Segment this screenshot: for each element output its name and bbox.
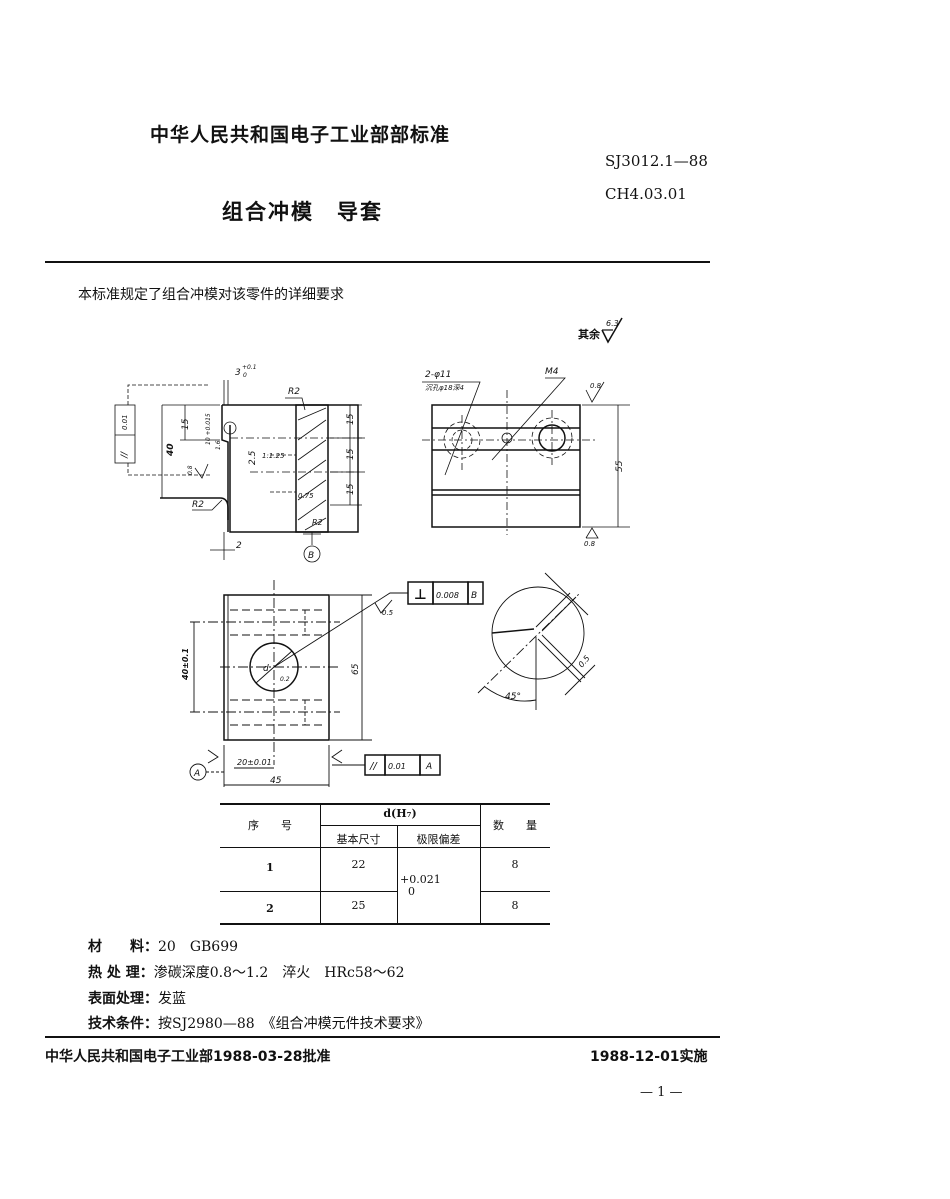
svg-text:3: 3 — [235, 368, 241, 378]
size-table: 序 号 d(H₇) 基本尺寸 极限偏差 数 量 1 22 8 2 25 8 +0… — [220, 803, 550, 925]
roughness-symbol-icon: 6.3 — [601, 317, 623, 344]
svg-text:20±0.01: 20±0.01 — [237, 758, 272, 767]
svg-text:d: d — [263, 664, 269, 674]
spec-value: 发蓝 — [158, 991, 186, 1007]
svg-text:R2: R2 — [312, 518, 323, 527]
svg-text:0.01: 0.01 — [121, 414, 129, 430]
svg-text:0.01: 0.01 — [388, 762, 406, 771]
roughness-note: 其余 6.3 — [578, 316, 628, 346]
svg-text:+0.1: +0.1 — [242, 364, 257, 371]
spec-value: 按SJ2980—88 《组合冲模元件技术要求》 — [158, 1016, 430, 1032]
svg-text:A: A — [425, 762, 432, 772]
svg-text:2: 2 — [236, 541, 242, 551]
detail-view: 45° 0.5 — [477, 572, 596, 710]
svg-text:40: 40 — [166, 443, 176, 457]
approval-note: 中华人民共和国电子工业部1988-03-28批准 — [45, 1049, 331, 1065]
header-d-group: d(H₇) — [383, 807, 417, 820]
svg-text:1.6: 1.6 — [215, 440, 222, 450]
svg-text:0.5: 0.5 — [577, 654, 592, 670]
header-quantity: 数 量 — [493, 819, 537, 832]
footer-divider — [45, 1036, 720, 1038]
row-1-seq: 1 — [266, 861, 274, 874]
deviation-lower: 0 — [408, 885, 415, 898]
classification-number: CH4.03.01 — [605, 185, 687, 203]
page-number: — 1 — — [640, 1085, 683, 1100]
svg-text:15: 15 — [346, 483, 356, 495]
intro-text: 本标准规定了组合冲模对该零件的详细要求 — [78, 287, 344, 303]
svg-text:55: 55 — [615, 460, 625, 472]
svg-text:0.8: 0.8 — [590, 382, 602, 390]
header-limit-deviation: 极限偏差 — [416, 833, 461, 846]
svg-text:A: A — [193, 769, 200, 779]
row-2-basic-size: 25 — [351, 899, 366, 912]
spec-label: 表面处理： — [88, 991, 158, 1007]
svg-text:45: 45 — [270, 776, 282, 786]
svg-text://: // — [369, 761, 378, 772]
svg-text:⊥: ⊥ — [414, 587, 427, 603]
svg-text:0.2: 0.2 — [280, 676, 290, 683]
svg-text:1:1.25: 1:1.25 — [262, 452, 285, 460]
top-view: 2-φ11 沉孔φ18深4 M4 0.8 55 0.8 — [422, 367, 630, 548]
svg-text:65: 65 — [351, 663, 361, 675]
svg-text:0.75: 0.75 — [298, 492, 314, 500]
svg-text:15: 15 — [181, 418, 191, 430]
svg-text:0.8: 0.8 — [187, 465, 194, 475]
spec-label: 技术条件： — [88, 1016, 158, 1032]
spec-material: 材 料：20 GB699 — [88, 936, 238, 956]
svg-text:0: 0 — [243, 372, 247, 379]
svg-text:2.5: 2.5 — [248, 450, 258, 465]
row-2-seq: 2 — [266, 902, 274, 915]
svg-text:45°: 45° — [505, 692, 521, 702]
svg-text:6.3: 6.3 — [606, 319, 619, 328]
roughness-note-prefix: 其余 — [578, 328, 600, 341]
svg-text:0.8: 0.8 — [584, 540, 596, 548]
spec-heat-treatment: 热 处 理：渗碳深度0.8～1.2 淬火 HRc58～62 — [88, 962, 405, 982]
deviation-upper: +0.021 — [400, 873, 441, 886]
svg-text:M4: M4 — [545, 367, 559, 377]
ministry-title: 中华人民共和国电子工业部部标准 — [150, 124, 451, 146]
spec-label: 热 处 理： — [88, 965, 154, 981]
header-seq: 序 号 — [248, 819, 292, 832]
svg-text:B: B — [471, 591, 477, 601]
spec-label: 材 料： — [88, 939, 158, 955]
side-section-view: 3+0.10 R2 15 15 15 40 15 0.01 // 2.5 1:1… — [114, 364, 365, 563]
spec-value: 20 GB699 — [158, 939, 239, 955]
svg-text:10 +0.015: 10 +0.015 — [205, 413, 212, 445]
header-basic-size: 基本尺寸 — [336, 833, 381, 846]
row-2-quantity: 8 — [511, 899, 519, 912]
front-view: ⊥ 0.008 B // 0.01 A A 40±0.1 65 20±0.01 … — [181, 580, 484, 787]
svg-text:15: 15 — [346, 448, 356, 460]
row-1-quantity: 8 — [511, 858, 519, 871]
svg-text://: // — [120, 451, 130, 459]
header-divider — [45, 261, 710, 263]
spec-value: 渗碳深度0.8～1.2 淬火 HRc58～62 — [153, 965, 405, 981]
effective-date: 1988-12-01实施 — [590, 1049, 708, 1065]
svg-text:2-φ11: 2-φ11 — [425, 370, 451, 380]
svg-text:0.5: 0.5 — [382, 609, 394, 617]
document-title: 组合冲模 导套 — [222, 200, 383, 224]
svg-text:0.008: 0.008 — [436, 591, 459, 600]
spec-surface-treatment: 表面处理：发蓝 — [88, 988, 186, 1008]
svg-text:沉孔φ18深4: 沉孔φ18深4 — [425, 384, 464, 392]
svg-text:R2: R2 — [192, 500, 204, 510]
svg-text:R2: R2 — [288, 387, 300, 397]
row-1-basic-size: 22 — [351, 858, 366, 871]
spec-technical-conditions: 技术条件：按SJ2980—88 《组合冲模元件技术要求》 — [88, 1013, 430, 1033]
svg-text:15: 15 — [346, 413, 356, 425]
svg-text:40±0.1: 40±0.1 — [181, 648, 190, 681]
standard-number: SJ3012.1—88 — [605, 152, 708, 170]
svg-text:B: B — [308, 551, 314, 561]
